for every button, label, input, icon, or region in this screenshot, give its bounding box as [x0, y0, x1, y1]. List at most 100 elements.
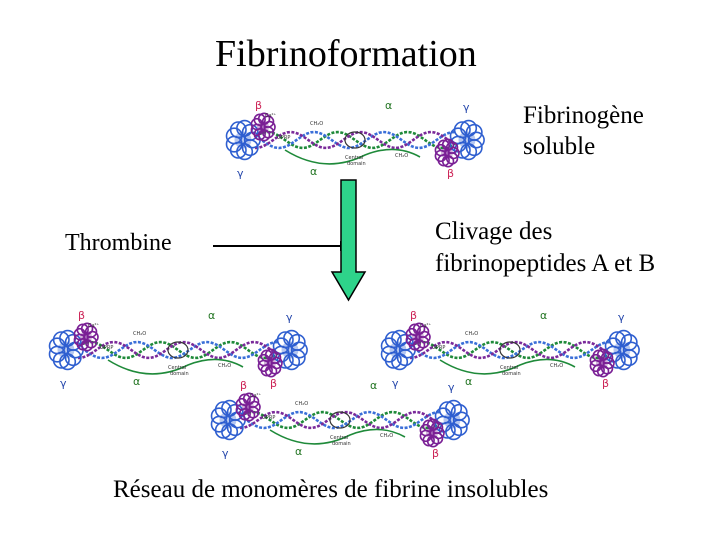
gamma-label: γ [237, 167, 244, 180]
d-domain-left-purple [235, 392, 261, 422]
gamma-chain [239, 410, 441, 430]
d-domain-right-purple [589, 348, 615, 378]
h2o-text-2: CH₂O [380, 433, 393, 439]
gamma-label-2: γ [463, 101, 470, 114]
d-domain-right-purple [434, 138, 460, 168]
central-text: Central [345, 155, 363, 161]
gprp-text: GPRP [277, 135, 290, 141]
h2o-text: CH₂O [310, 121, 323, 127]
d-domain-left-blue [225, 119, 261, 161]
h2o-text-2: CH₂O [218, 363, 231, 369]
gprp-text: GPRP [262, 415, 275, 421]
fibrinogen-line1: Fibrinogène [523, 102, 644, 129]
alpha-c-loop [439, 358, 576, 375]
ca-text: Ca²⁺ [250, 393, 262, 399]
domain-text: domain [170, 371, 189, 377]
page-title: Fibrinoformation [215, 33, 477, 75]
d-domain-right-blue [449, 119, 485, 161]
alpha-label-2: α [295, 445, 302, 458]
central-domain [329, 411, 351, 429]
central-text: Central [168, 365, 186, 371]
cleavage-label: Clivage des fibrinopeptides A et B [435, 216, 655, 280]
d-domain-left-purple [405, 322, 431, 352]
alpha-label-2: α [133, 375, 140, 388]
d-domain-right-blue [272, 329, 308, 371]
central-domain [167, 341, 189, 359]
central-text: Central [330, 435, 348, 441]
alpha-chain [239, 410, 441, 430]
gamma-label: γ [60, 377, 67, 390]
gamma-chain [77, 340, 279, 360]
alpha-c-loop [107, 358, 244, 375]
alpha-chain [77, 340, 279, 360]
d-domain-left-purple [250, 112, 276, 142]
beta-label: β [78, 309, 85, 322]
central-domain [499, 341, 521, 359]
beta-label: β [255, 99, 262, 112]
d-domain-left-purple [73, 322, 99, 352]
alpha-label-2: α [465, 375, 472, 388]
fibrin-network-label: Réseau de monomères de fibrine insoluble… [113, 476, 549, 503]
h2o-text-2: CH₂O [395, 153, 408, 159]
alpha-label: α [540, 309, 547, 322]
gamma-chain [254, 130, 456, 150]
beta-label-2: β [602, 377, 609, 390]
fibrinogen-label: Fibrinogène soluble [523, 100, 644, 162]
thrombin-label: Thrombine [65, 230, 172, 256]
ca-text: Ca²⁺ [420, 323, 432, 329]
d-domain-right-blue [604, 329, 640, 371]
gamma-label-2: γ [286, 311, 293, 324]
beta-chain [77, 340, 279, 360]
cleavage-line2: fibrinopeptides A et B [435, 250, 656, 277]
central-text: Central [500, 365, 518, 371]
beta-chain [409, 340, 611, 360]
d-domain-left-blue [380, 329, 416, 371]
h2o-text-2: CH₂O [550, 363, 563, 369]
h2o-text: CH₂O [295, 401, 308, 407]
beta-label: β [240, 379, 247, 392]
beta-label: β [410, 309, 417, 322]
alpha-label: α [385, 99, 392, 112]
beta-chain [239, 410, 441, 430]
alpha-c-loop [284, 148, 421, 165]
gprp-text: GPRP [100, 345, 113, 351]
d-domain-right-purple [257, 348, 283, 378]
domain-text: domain [502, 371, 521, 377]
d-domain-right-purple [419, 418, 445, 448]
conversion-arrow [330, 179, 367, 302]
alpha-c-loop [269, 428, 406, 445]
gprp-text: GPRP [432, 345, 445, 351]
d-domain-left-blue [210, 399, 246, 441]
alpha-label: α [208, 309, 215, 322]
ca-text: Ca²⁺ [88, 323, 100, 329]
gamma-chain [409, 340, 611, 360]
d-domain-left-blue [48, 329, 84, 371]
ca-text: Ca²⁺ [265, 113, 277, 119]
alpha-chain [409, 340, 611, 360]
cleavage-line1: Clivage des [435, 218, 553, 245]
beta-label-2: β [447, 167, 454, 180]
h2o-text: CH₂O [465, 331, 478, 337]
h2o-text: CH₂O [133, 331, 146, 337]
gamma-label-2: γ [448, 381, 455, 394]
beta-label-2: β [270, 377, 277, 390]
beta-label-2: β [432, 447, 439, 460]
central-domain [344, 131, 366, 149]
beta-chain [254, 130, 456, 150]
alpha-label-2: α [310, 165, 317, 178]
gamma-label: γ [392, 377, 399, 390]
gamma-label-2: γ [618, 311, 625, 324]
gamma-label: γ [222, 447, 229, 460]
fibrinogen-line2: soluble [523, 133, 596, 160]
alpha-chain [254, 130, 456, 150]
domain-text: domain [347, 161, 366, 167]
domain-text: domain [332, 441, 351, 447]
alpha-label: α [370, 379, 377, 392]
